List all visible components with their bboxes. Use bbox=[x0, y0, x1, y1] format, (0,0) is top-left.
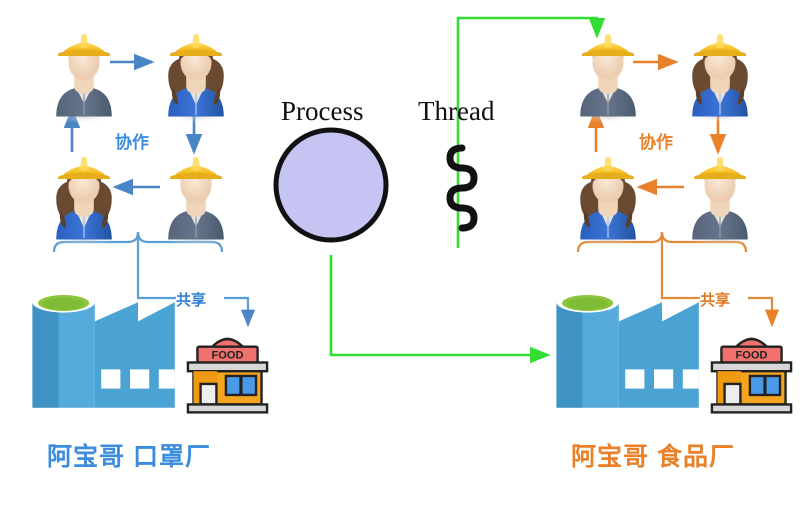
process-title: Process bbox=[281, 96, 364, 126]
left-worker-top-right bbox=[166, 33, 226, 123]
right-share-label: 共享 bbox=[700, 292, 731, 309]
right-worker-bottom-left bbox=[578, 156, 638, 246]
left-food-shop-icon bbox=[186, 336, 269, 414]
thread-squiggle bbox=[446, 144, 478, 232]
left-worker-bottom-right bbox=[166, 156, 226, 246]
right-worker-top-left bbox=[578, 33, 638, 123]
right-food-shop-icon bbox=[710, 336, 793, 414]
right-worker-bottom-right bbox=[690, 156, 750, 246]
right-collaboration-label: 协作 bbox=[639, 133, 673, 152]
left-worker-top-left bbox=[54, 33, 114, 123]
right-factory-icon bbox=[556, 291, 699, 408]
thread-title: Thread bbox=[418, 96, 495, 126]
left-collaboration-label: 协作 bbox=[115, 133, 149, 152]
right-worker-top-right bbox=[690, 33, 750, 123]
thread-to-worker-arrow bbox=[456, 16, 606, 248]
left-share-label: 共享 bbox=[176, 292, 207, 309]
right-group-caption: 阿宝哥 食品厂 bbox=[571, 443, 735, 471]
process-to-factory-arrow bbox=[329, 255, 551, 364]
process-circle bbox=[273, 127, 389, 243]
left-worker-bottom-left bbox=[54, 156, 114, 246]
left-group-caption: 阿宝哥 口罩厂 bbox=[47, 443, 211, 471]
left-factory-icon bbox=[32, 291, 175, 408]
process-thread-link-arrows bbox=[329, 16, 606, 364]
